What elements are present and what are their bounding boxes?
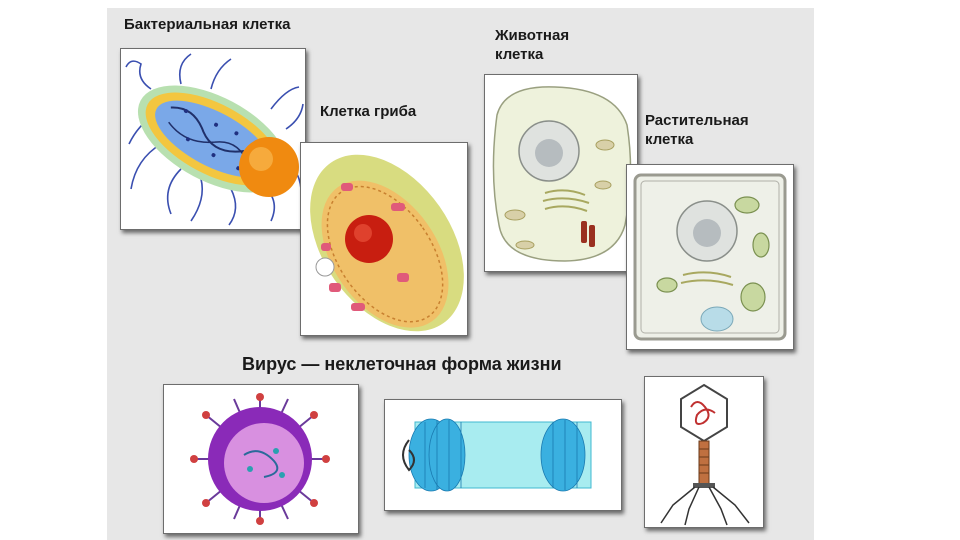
bacteriophage-image <box>644 376 764 528</box>
enveloped-virus-image <box>163 384 359 534</box>
fungus-cell-label: Клетка гриба <box>320 102 416 121</box>
fungus-cell-image <box>300 142 468 336</box>
plant-cell-label: Растительная клетка <box>645 111 749 149</box>
rod-virus-image <box>384 399 622 511</box>
animal-cell-label: Животная клетка <box>495 26 569 64</box>
plant-cell-image <box>626 164 794 350</box>
bacterial-cell-image <box>120 48 306 230</box>
virus-heading: Вирус — неклеточная форма жизни <box>242 353 562 375</box>
animal-cell-image <box>484 74 638 272</box>
bacterial-cell-label: Бактериальная клетка <box>124 15 290 34</box>
